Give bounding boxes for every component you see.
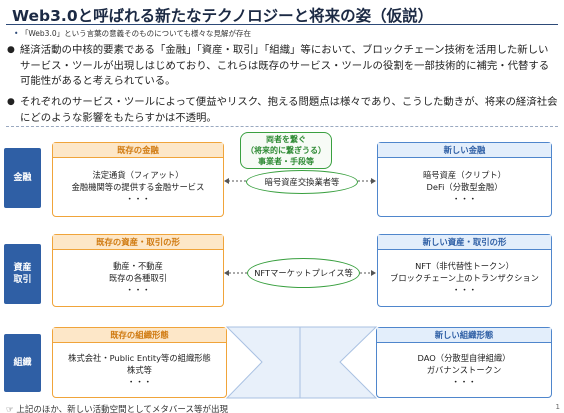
pointer-icon: ☞ <box>6 405 14 413</box>
existing-finance-box: 既存の金融 法定通貨（フィアット） 金融機関等の提供する金融サービス ・・・ <box>52 142 224 217</box>
bullet-dot-icon: ● <box>7 97 15 107</box>
existing-assets-line: 既存の各種取引 <box>108 273 168 283</box>
row-label-finance: 金融 <box>4 148 41 208</box>
existing-assets-line: ・・・ <box>125 285 151 295</box>
footer-note-text: 上記のほか、新しい活動空間としてメタバース等が出現 <box>16 405 228 413</box>
row-label-organization: 組織 <box>4 334 41 392</box>
new-finance-header: 新しい金融 <box>378 143 551 158</box>
new-organization-line: DAO（分散型自律組織） <box>417 353 511 363</box>
arrowhead-left-assets <box>224 270 229 276</box>
existing-finance-line: 金融機関等の提供する金融サービス <box>71 182 205 192</box>
existing-organization-header: 既存の組織形態 <box>53 328 226 343</box>
page-title: Web3.0と呼ばれる新たなテクノロジーと将来の姿（仮説） <box>12 7 434 25</box>
bullet-dot-icon: ● <box>7 45 15 55</box>
row-label-assets: 資産 取引 <box>4 244 41 304</box>
bullet-2-text: それぞれのサービス・ツールによって便益やリスク、抱える問題点は様々であり、こうし… <box>20 96 558 124</box>
new-organization-line: ガバナンストークン <box>426 365 502 375</box>
section-divider <box>6 126 558 127</box>
arrowhead-right-finance <box>371 178 376 184</box>
bullet-1-text: 経済活動の中核的要素である「金融」「資産・取引」「組織」等において、ブロックチェ… <box>20 44 550 87</box>
footer-note: ☞ 上記のほか、新しい活動空間としてメタバース等が出現 <box>6 403 228 413</box>
connector-line-1: 両者を繋ぐ <box>266 135 306 144</box>
existing-assets-box: 既存の資産・取引の形 動産・不動産 既存の各種取引 ・・・ <box>52 234 224 307</box>
new-assets-header: 新しい資産・取引の形 <box>378 235 551 250</box>
arrowhead-left-finance <box>224 178 229 184</box>
assets-connector-text: NFTマーケットプレイス等 <box>254 268 353 278</box>
finance-connector-text: 暗号資産交換業者等 <box>264 177 340 187</box>
organization-bridge-shape <box>225 326 301 399</box>
new-assets-line: ブロックチェーン上のトランザクション <box>390 273 539 283</box>
existing-organization-line: 株式会社・Public Entity等の組織形態 <box>68 353 211 363</box>
page-number: 1 <box>555 403 560 411</box>
existing-finance-line: ・・・ <box>125 194 151 204</box>
bullet-2: ● それぞれのサービス・ツールによって便益やリスク、抱える問題点は様々であり、こう… <box>6 95 558 126</box>
new-finance-line: DeFi（分散型金融） <box>426 182 503 192</box>
existing-finance-line: 法定通貨（フィアット） <box>92 170 184 180</box>
new-organization-header: 新しい組織形態 <box>377 328 551 343</box>
existing-organization-box: 既存の組織形態 株式会社・Public Entity等の組織形態 株式等 ・・・ <box>52 327 227 398</box>
connector-line-2: （将来的に繋ぎうる） <box>246 146 326 155</box>
arrowhead-right-assets <box>371 270 376 276</box>
sub-note-text: 「Web3.0」という言葉の意義そのものについても様々な見解が存在 <box>20 29 252 38</box>
sub-note: • 「Web3.0」という言葉の意義そのものについても様々な見解が存在 <box>14 29 252 38</box>
organization-bridge-shape-right <box>299 326 378 399</box>
existing-assets-header: 既存の資産・取引の形 <box>53 235 223 250</box>
new-organization-line: ・・・ <box>451 377 477 387</box>
new-finance-line: ・・・ <box>452 194 477 204</box>
new-assets-line: NFT（非代替性トークン） <box>415 261 514 271</box>
existing-organization-line: ・・・ <box>127 377 152 387</box>
new-organization-box: 新しい組織形態 DAO（分散型自律組織） ガバナンストークン ・・・ <box>376 327 552 398</box>
existing-assets-line: 動産・不動産 <box>113 261 163 271</box>
connector-line-3: 事業者・手段等 <box>258 157 314 166</box>
bullet-1: ● 経済活動の中核的要素である「金融」「資産・取引」「組織」等において、ブロックチ… <box>6 43 558 90</box>
assets-connector-oval: NFTマーケットプレイス等 <box>247 258 360 288</box>
title-divider <box>6 24 558 25</box>
new-finance-line: 暗号資産（クリプト） <box>423 170 506 180</box>
existing-organization-line: 株式等 <box>127 365 152 375</box>
new-finance-box: 新しい金融 暗号資産（クリプト） DeFi（分散型金融） ・・・ <box>377 142 552 217</box>
finance-connector-oval: 暗号資産交換業者等 <box>246 170 358 194</box>
new-assets-box: 新しい資産・取引の形 NFT（非代替性トークン） ブロックチェーン上のトランザク… <box>377 234 552 307</box>
new-assets-line: ・・・ <box>452 285 477 295</box>
connector-label-box: 両者を繋ぐ （将来的に繋ぎうる） 事業者・手段等 <box>240 132 332 169</box>
existing-finance-header: 既存の金融 <box>53 143 223 158</box>
